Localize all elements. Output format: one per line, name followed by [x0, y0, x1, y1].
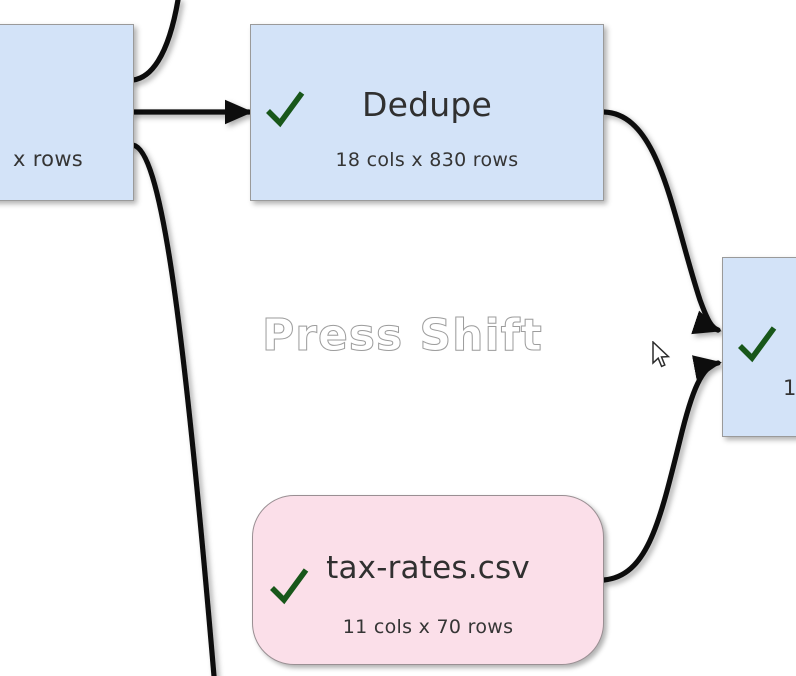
node-right-clipped[interactable]: 1: [722, 257, 796, 437]
node-title: tax-rates.csv: [326, 549, 530, 586]
check-icon: [263, 87, 307, 131]
node-subtitle: x rows: [13, 147, 84, 171]
node-left-clipped[interactable]: x rows: [0, 24, 134, 201]
mouse-cursor-icon: [651, 341, 673, 371]
edge-tax-to-right: [601, 355, 722, 583]
edge-left-offscreen-top: [130, 0, 181, 83]
check-icon: [735, 322, 779, 366]
node-subtitle: 18 cols x 830 rows: [335, 148, 519, 171]
check-icon: [267, 564, 311, 608]
node-dedupe[interactable]: Dedupe 18 cols x 830 rows: [250, 24, 604, 201]
edge-dedupe-to-right: [601, 109, 722, 335]
node-subtitle: 11 cols x 70 rows: [342, 616, 514, 639]
node-title: Dedupe: [361, 85, 493, 125]
press-shift-hint: Press Shift: [262, 310, 543, 362]
node-tax-rates-csv[interactable]: tax-rates.csv 11 cols x 70 rows: [252, 495, 604, 665]
node-subtitle: 1: [783, 376, 796, 400]
edge-left-offscreen-bottom: [130, 142, 217, 676]
